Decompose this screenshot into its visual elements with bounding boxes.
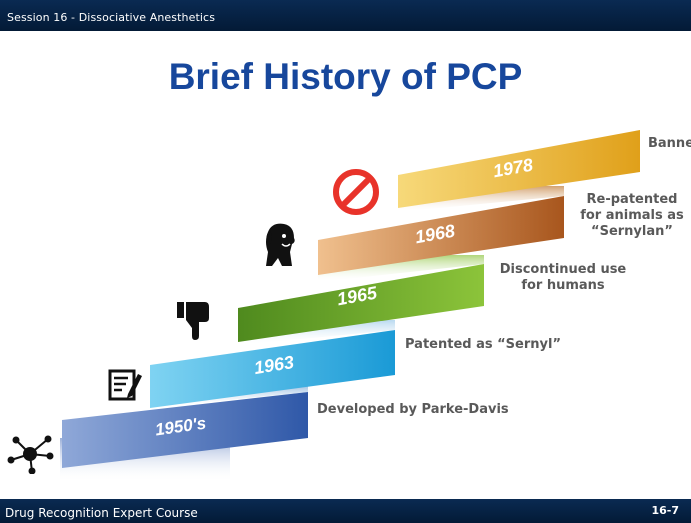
- event-label: Patented as “Sernyl”: [405, 337, 561, 352]
- slide-title: Brief History of PCP: [168, 56, 523, 97]
- session-title: Session 16 - Dissociative Anesthetics: [7, 11, 216, 24]
- thumbs-down-icon: [177, 302, 209, 340]
- step-band-1968: [318, 196, 564, 275]
- event-label: Discontinued use for humans: [499, 262, 627, 293]
- dog-icon: [266, 223, 295, 266]
- slide-number: 16-7: [651, 504, 679, 517]
- prohibited-icon: [333, 169, 379, 215]
- step-band-1963: [150, 330, 395, 408]
- step-band-1978: [398, 130, 640, 208]
- event-label: Re-patented for animals as “Sernylan”: [580, 192, 684, 239]
- step-band-1950s: [62, 392, 308, 468]
- prescription-icon: [108, 369, 142, 401]
- course-name: Drug Recognition Expert Course: [5, 506, 198, 520]
- header-bar: Session 16 - Dissociative Anesthetics: [0, 0, 691, 31]
- step-band-1965: [238, 264, 484, 342]
- event-label: Developed by Parke-Davis: [317, 402, 509, 417]
- molecule-icon: [7, 435, 54, 474]
- footer-bar: Drug Recognition Expert Course 16-7: [0, 499, 691, 523]
- event-label: Banned: [648, 136, 691, 151]
